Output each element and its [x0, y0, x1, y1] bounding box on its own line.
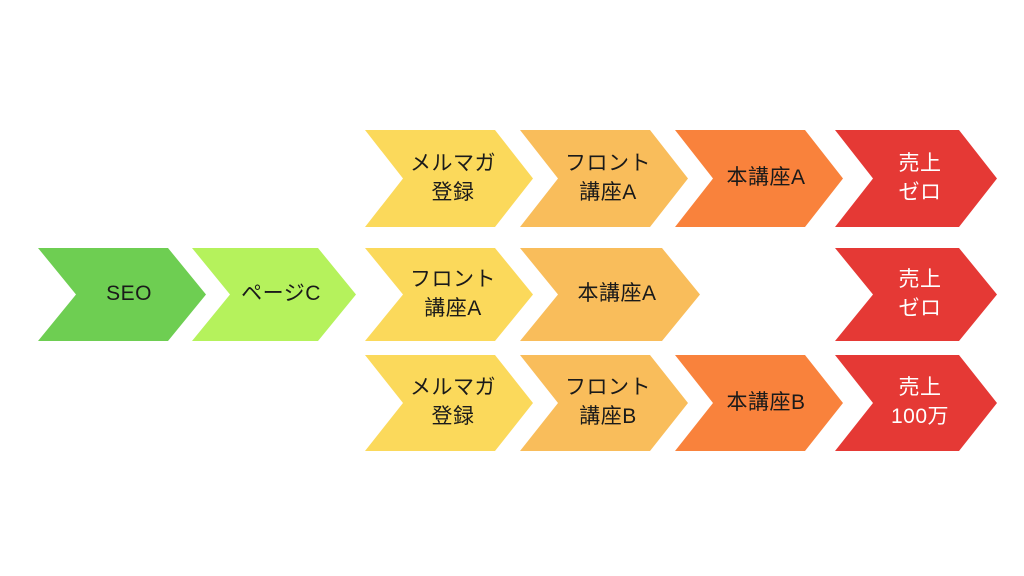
- chevron-r3-s4-label: 売上 100万: [890, 376, 950, 428]
- chevron-page-c-label: ページC: [241, 282, 321, 306]
- chevron-r3-s1[interactable]: メルマガ 登録: [365, 355, 533, 451]
- chevron-r2-s1-label: フロント 講座A: [410, 267, 496, 320]
- chevron-r3-s4[interactable]: 売上 100万: [835, 355, 997, 451]
- chevron-r2-s2-label: 本講座A: [577, 282, 657, 306]
- chevron-page-c[interactable]: ページC: [192, 248, 356, 341]
- chevron-r3-s2-label: フロント 講座B: [565, 376, 651, 428]
- chevron-r1-s1-label: メルマガ 登録: [410, 151, 496, 204]
- chevron-r1-s1[interactable]: メルマガ 登録: [365, 130, 533, 227]
- chevron-r2-s4-label: 売上 ゼロ: [898, 267, 942, 320]
- chevron-r1-s4[interactable]: 売上 ゼロ: [835, 130, 997, 227]
- chevron-r3-s2[interactable]: フロント 講座B: [520, 355, 688, 451]
- chevron-r2-s2[interactable]: 本講座A: [520, 248, 700, 341]
- chevron-r3-s3[interactable]: 本講座B: [675, 355, 843, 451]
- chevron-r1-s3[interactable]: 本講座A: [675, 130, 843, 227]
- chevron-r2-s4[interactable]: 売上 ゼロ: [835, 248, 997, 341]
- chevron-r1-s4-label: 売上 ゼロ: [898, 151, 942, 204]
- chevron-r1-s2-label: フロント 講座A: [565, 151, 651, 204]
- chevron-r3-s3-label: 本講座B: [726, 390, 806, 414]
- chevron-seo-label: SEO: [106, 282, 152, 306]
- chevron-r2-s1[interactable]: フロント 講座A: [365, 248, 533, 341]
- chevron-r1-s3-label: 本講座A: [726, 166, 806, 190]
- chevron-r1-s2[interactable]: フロント 講座A: [520, 130, 688, 227]
- chevron-r3-s1-label: メルマガ 登録: [410, 376, 496, 428]
- chevron-seo[interactable]: SEO: [38, 248, 206, 341]
